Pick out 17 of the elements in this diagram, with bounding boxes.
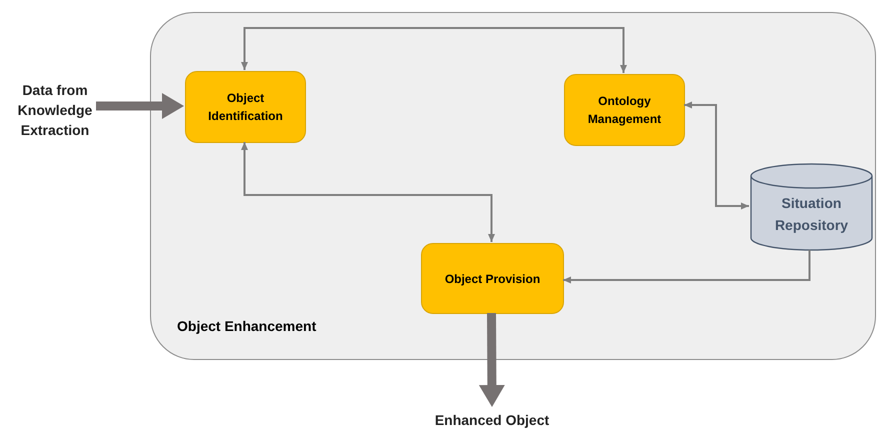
process-box bbox=[185, 71, 306, 143]
process-box bbox=[564, 74, 685, 146]
node-label: Data from Knowledge Extraction bbox=[16, 81, 94, 140]
node-label: Enhanced Object bbox=[434, 411, 550, 430]
node-label: Object Identification bbox=[207, 90, 284, 125]
group-title: Object Enhancement bbox=[177, 317, 316, 336]
process-box bbox=[421, 243, 564, 314]
thick-arrow bbox=[96, 93, 184, 119]
thick-arrow bbox=[478, 312, 505, 407]
node-label: Object Provision bbox=[444, 270, 540, 288]
connector-arrow bbox=[563, 250, 810, 284]
node-label: Situation Repository bbox=[774, 195, 848, 233]
node-label: Ontology Management bbox=[586, 93, 662, 128]
group-panel bbox=[150, 12, 876, 360]
connector-arrow bbox=[241, 142, 495, 242]
connector-arrow bbox=[684, 102, 749, 210]
connector-arrow bbox=[241, 27, 627, 73]
